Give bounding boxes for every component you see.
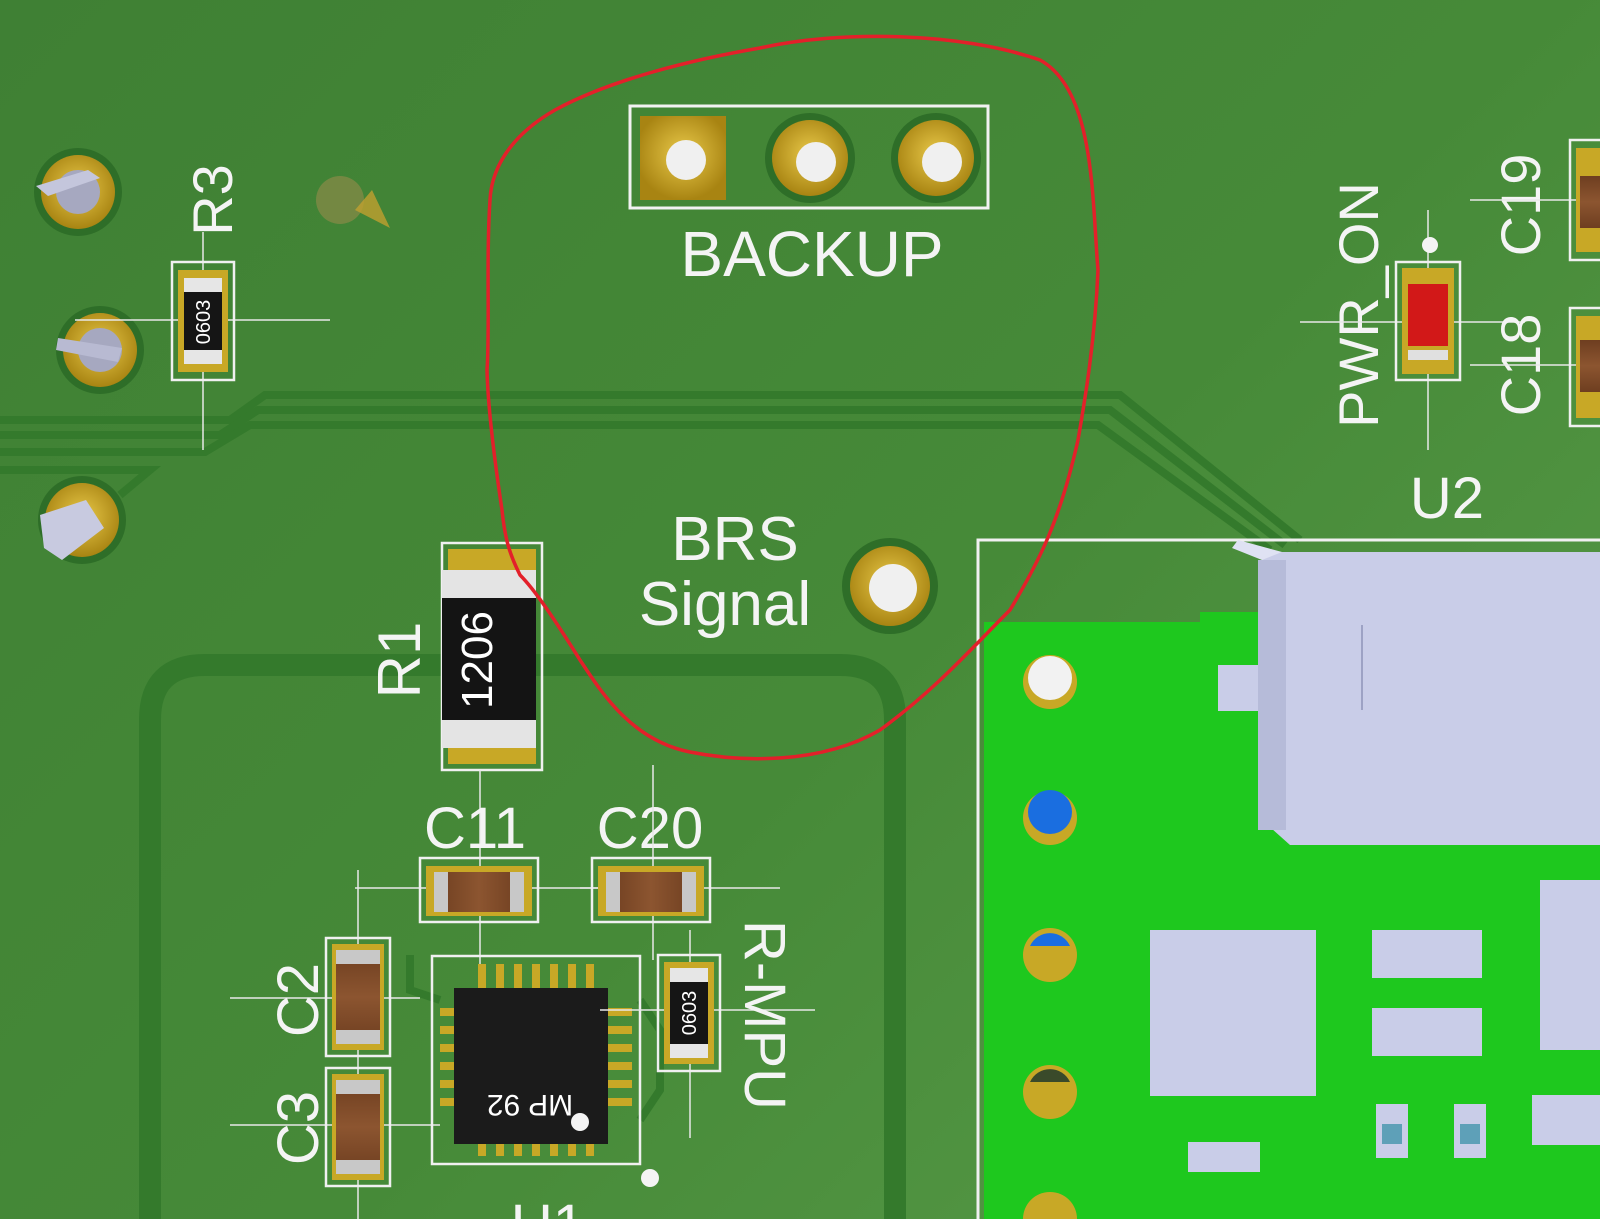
c2-capacitor — [230, 870, 420, 1219]
pwr-on-label: PWR_ON — [1327, 182, 1390, 428]
pwr-on-led — [1300, 210, 1525, 450]
c11-capacitor — [355, 856, 610, 924]
module-u2 — [976, 538, 1600, 1219]
c20-capacitor — [580, 765, 780, 960]
c11-label: C11 — [424, 796, 526, 861]
red-annotation-circle — [485, 34, 1100, 761]
r-mpu-package-text: 0603 — [679, 991, 701, 1036]
left-through-holes — [34, 148, 390, 564]
c18-capacitor — [1470, 306, 1600, 428]
r1-package-text: 1206 — [453, 611, 502, 709]
u1-label: U1 — [511, 1193, 585, 1219]
backup-header — [628, 104, 990, 210]
c19-capacitor — [1470, 138, 1600, 262]
c2-label: C2 — [266, 963, 331, 1037]
r3-label: R3 — [181, 164, 244, 236]
c3-label: C3 — [266, 1091, 331, 1165]
brs-label-line1: BRS — [671, 505, 798, 574]
c3-capacitor — [230, 1066, 440, 1188]
r-mpu-resistor — [600, 930, 815, 1138]
backup-label: BACKUP — [680, 218, 943, 290]
u2-label: U2 — [1410, 466, 1484, 531]
r1-label: R1 — [366, 622, 433, 699]
r1-resistor — [440, 541, 544, 1100]
u1-chip — [430, 954, 659, 1187]
r3-resistor — [75, 232, 330, 450]
c19-label: C19 — [1489, 154, 1552, 257]
r3-package-text: 0603 — [193, 300, 215, 345]
r-mpu-label: R-MPU — [732, 920, 797, 1110]
brs-label-line2: Signal — [639, 570, 811, 639]
c20-label: C20 — [597, 796, 703, 861]
brs-signal-pad — [842, 538, 938, 634]
u1-marking: MP 92 — [487, 1088, 573, 1121]
